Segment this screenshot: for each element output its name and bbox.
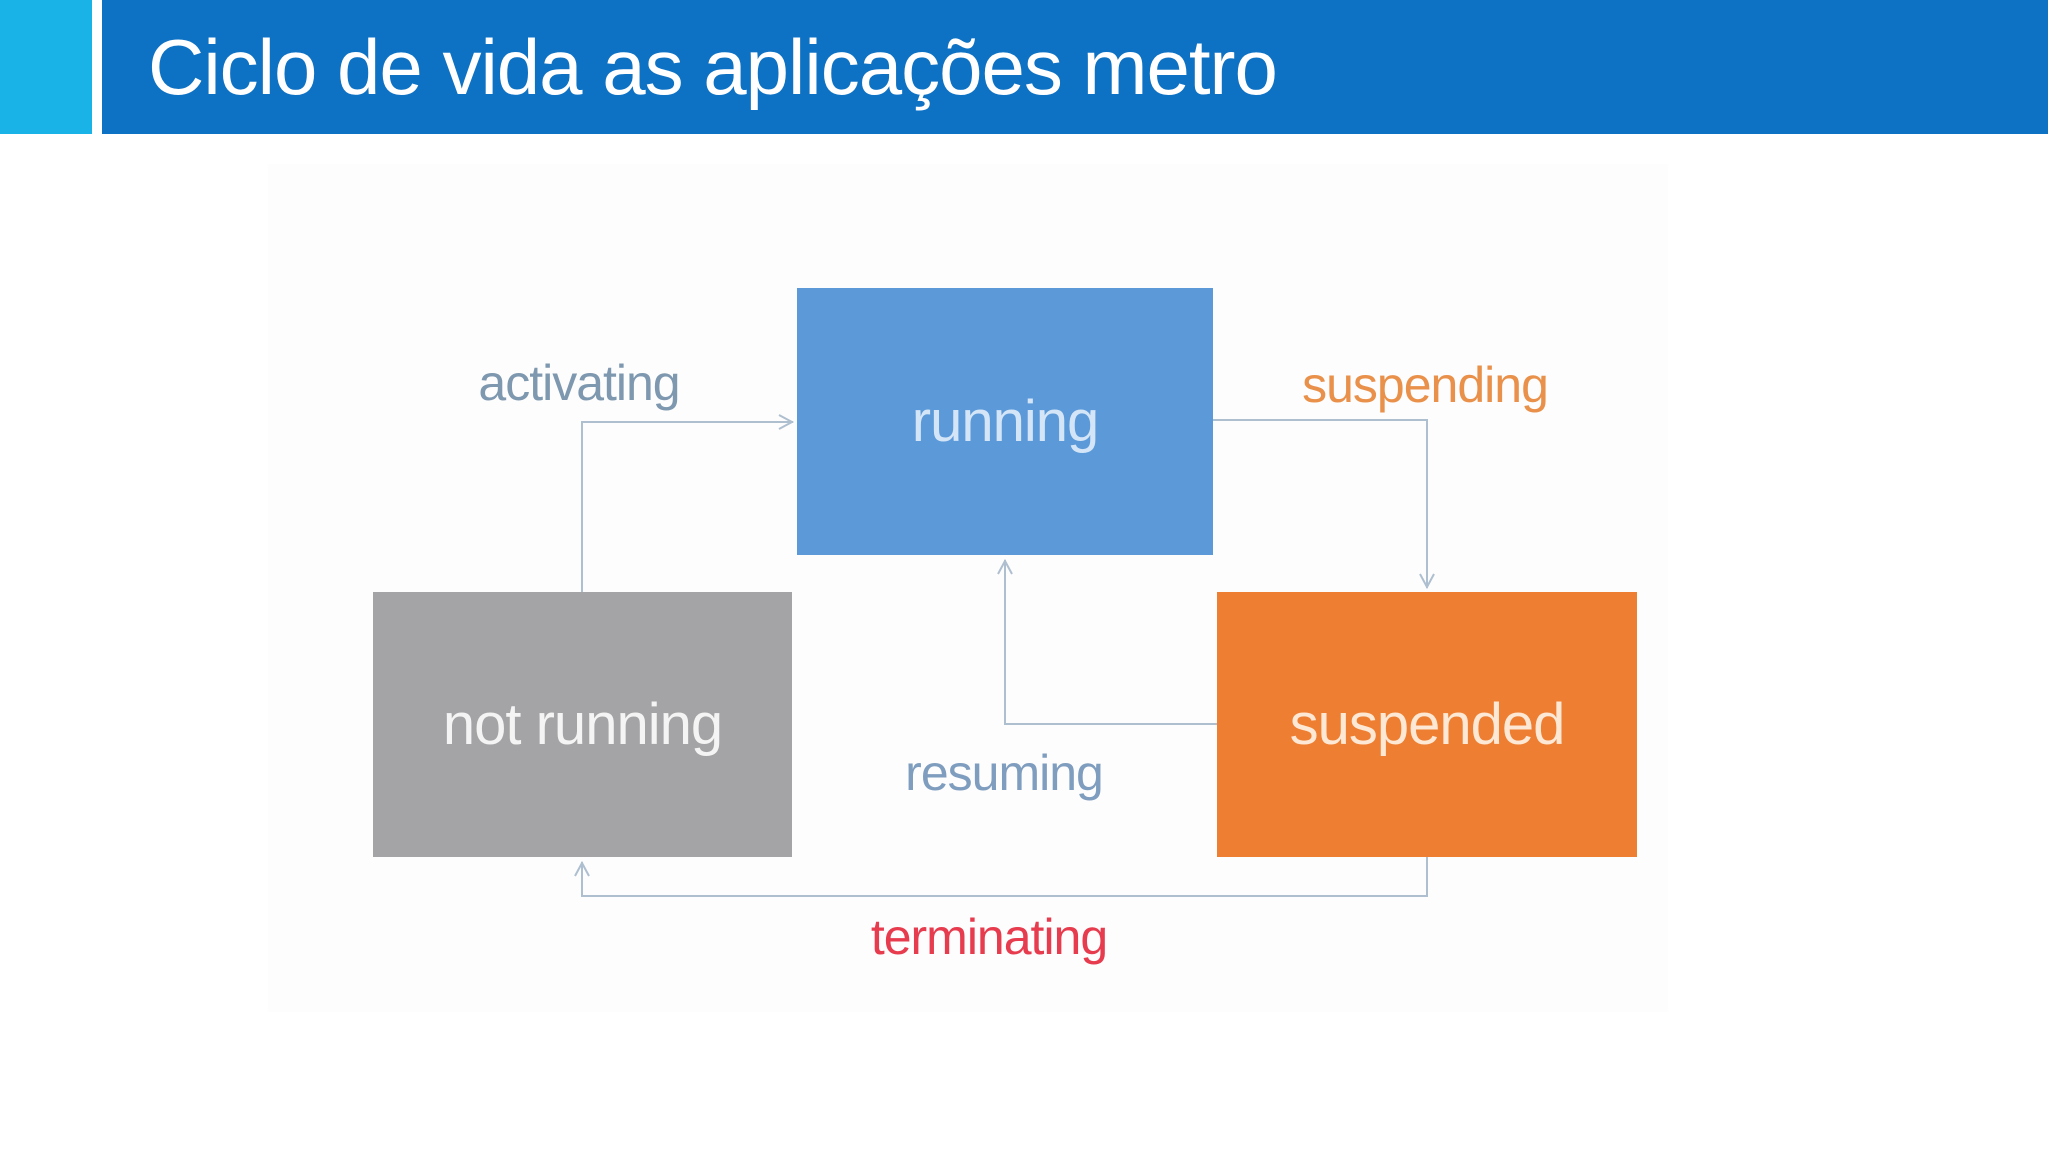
state-label-suspended: suspended bbox=[1289, 692, 1566, 757]
state-box-running: running bbox=[797, 288, 1213, 555]
state-label-not-running: not running bbox=[442, 692, 723, 757]
state-box-suspended: suspended bbox=[1217, 592, 1637, 857]
edge-label-suspending: suspending bbox=[1302, 357, 1549, 413]
edge-label-activating: activating bbox=[478, 355, 680, 411]
edge-label-resuming: resuming bbox=[905, 745, 1104, 801]
title-bar: Ciclo de vida as aplicações metro bbox=[102, 0, 2048, 134]
edge-label-terminating: terminating bbox=[870, 909, 1108, 965]
state-box-not-running: not running bbox=[373, 592, 792, 857]
accent-square bbox=[0, 0, 92, 134]
state-label-running: running bbox=[911, 389, 1099, 454]
slide-title: Ciclo de vida as aplicações metro bbox=[148, 22, 1278, 111]
